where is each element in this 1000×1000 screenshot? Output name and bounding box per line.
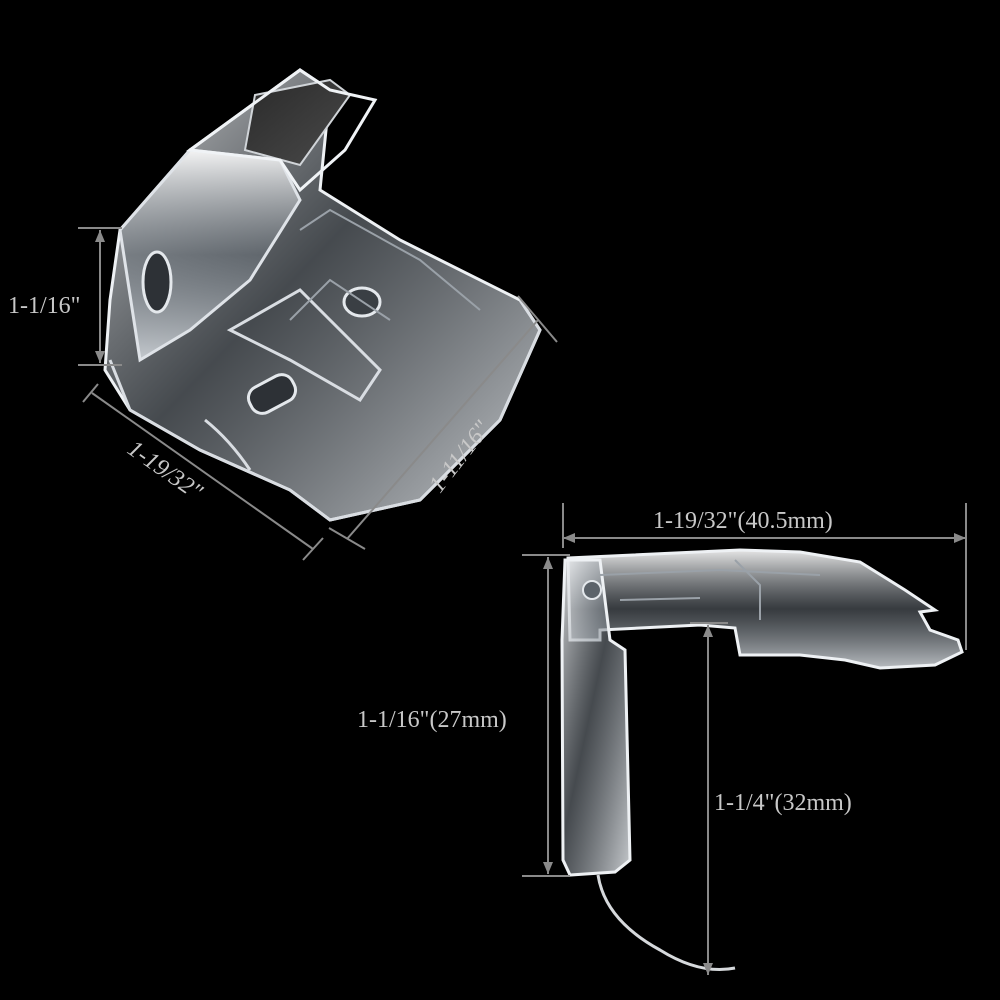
clip-top-lip <box>185 68 378 193</box>
foam-pad <box>243 78 352 167</box>
clip-side-inner-edges <box>599 559 821 620</box>
dimension-top-height: 1-1/16" <box>8 227 122 366</box>
dimension-side-drop: 1-1/4"(32mm) <box>690 622 852 975</box>
clip-side-arm <box>566 548 964 670</box>
dimension-side-height: 1-1/16"(27mm) <box>357 554 570 877</box>
dimension-label-side-width: 1-19/32"(40.5mm) <box>653 508 833 534</box>
clip-perspective-view <box>103 68 542 522</box>
dimension-label-side-drop: 1-1/4"(32mm) <box>714 790 852 816</box>
clip-side-view <box>560 548 964 972</box>
clip-hook <box>204 418 252 471</box>
dimension-label-top-height: 1-1/16" <box>8 293 80 319</box>
mounting-slot <box>246 373 298 415</box>
side-screw <box>582 580 602 600</box>
clip-side-leg <box>560 558 632 877</box>
clip-inner-edges <box>289 208 481 321</box>
dimension-side-width: 1-19/32"(40.5mm) <box>562 503 967 650</box>
hanging-wire <box>596 874 736 972</box>
clip-front-rim <box>108 299 542 522</box>
clip-divider <box>226 288 382 402</box>
side-opening <box>141 250 173 314</box>
dimension-label-side-height: 1-1/16"(27mm) <box>357 707 507 733</box>
